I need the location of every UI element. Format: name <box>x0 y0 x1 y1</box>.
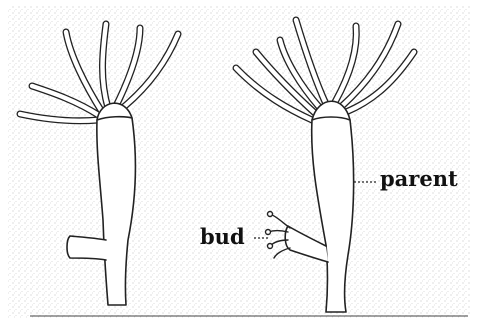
bud-label: bud <box>200 224 245 249</box>
left-stalk-bud <box>67 236 106 260</box>
parent-label: parent <box>380 166 458 191</box>
stippled-background <box>8 6 470 318</box>
